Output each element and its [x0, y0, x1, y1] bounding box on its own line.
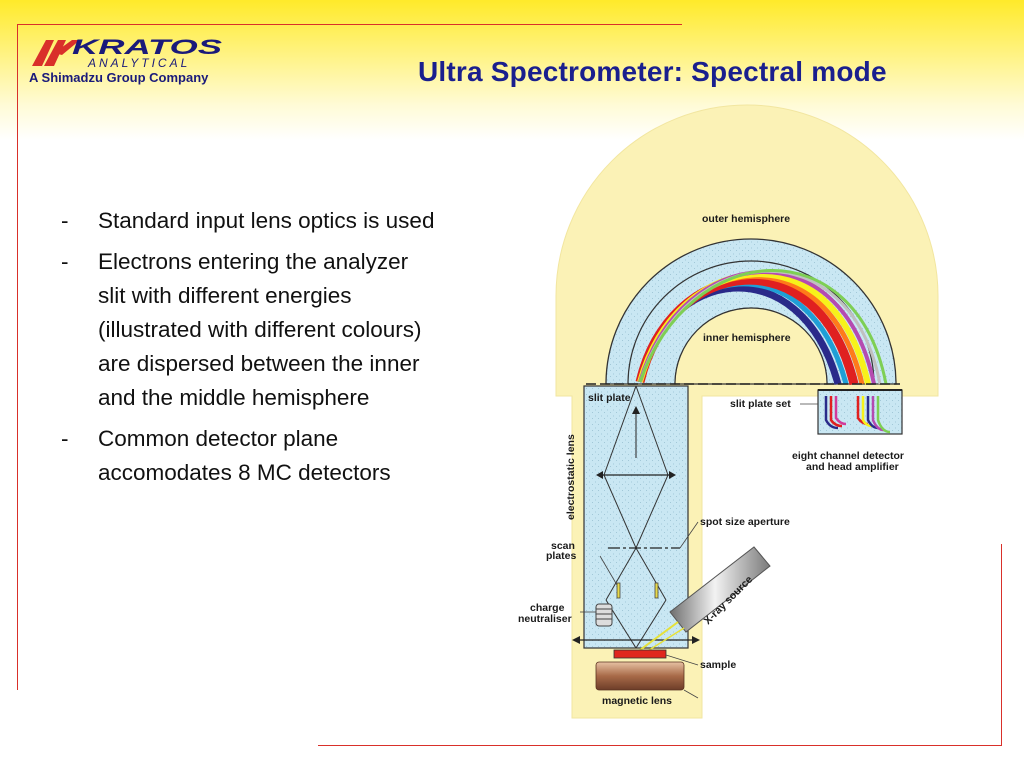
bullet-item: -Common detector plane accomodates 8 MC …	[61, 426, 391, 485]
label-detector: eight channel detector	[792, 450, 904, 462]
header-band	[0, 0, 1024, 140]
label-magnetic-lens: magnetic lens	[602, 695, 672, 707]
magnetic-lens	[595, 661, 685, 691]
charge-neutraliser	[595, 603, 613, 627]
electron-beams	[635, 269, 888, 386]
label-plates: plates	[546, 550, 577, 562]
label-spot-size-aperture: spot size aperture	[700, 516, 790, 528]
kratos-logo: KRATOS ANALYTICAL	[32, 36, 222, 70]
scan-plate	[616, 582, 621, 599]
label-slit-plate-set: slit plate set	[730, 398, 791, 410]
tagline: A Shimadzu Group Company	[29, 70, 209, 85]
label-slit-plate: slit plate	[588, 392, 631, 404]
top-rule	[18, 24, 682, 25]
xray-source	[639, 546, 771, 653]
label-charge: charge	[530, 602, 565, 614]
bottom-rule	[318, 745, 1002, 746]
page-title: Ultra Spectrometer: Spectral mode	[418, 56, 887, 87]
right-rule	[1001, 544, 1002, 746]
label-inner-hemisphere: inner hemisphere	[703, 332, 791, 344]
bullet-item: -Standard input lens optics is used	[61, 208, 435, 233]
label-sample: sample	[700, 659, 736, 671]
label-scan: scan	[551, 540, 575, 552]
scan-plate	[654, 582, 659, 599]
label-outer-hemisphere: outer hemisphere	[702, 213, 790, 225]
brand-subtitle: ANALYTICAL	[87, 56, 190, 70]
left-rule	[17, 24, 18, 690]
bullet-list: -Standard input lens optics is used - El…	[58, 204, 438, 497]
label-detector-2: and head amplifier	[806, 461, 899, 473]
label-electrostatic-lens: electrostatic lens	[565, 434, 577, 520]
label-neutraliser: neutraliser	[518, 613, 572, 625]
brand-name: KRATOS	[72, 36, 222, 59]
sample	[613, 649, 667, 659]
bullet-item: - Electrons entering the analyzer slit w…	[61, 249, 422, 410]
